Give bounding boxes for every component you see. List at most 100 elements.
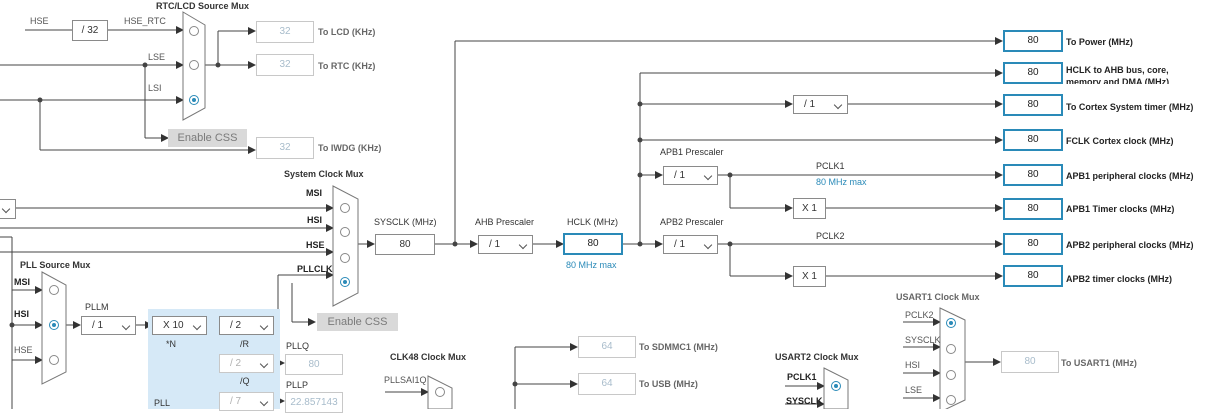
pll-r-label: /R: [240, 339, 249, 349]
apb2-prescaler-value: / 1: [674, 239, 686, 250]
usart1-value: 80: [1001, 351, 1059, 373]
chevron-down-icon: [703, 240, 713, 250]
pll-label: PLL: [154, 398, 171, 408]
chevron-down-icon: [833, 100, 843, 110]
sysclk-label: SYSCLK (MHz): [374, 217, 437, 227]
apb1-periph-value[interactable]: 80: [1003, 164, 1063, 186]
hclk-max-label: 80 MHz max: [566, 260, 617, 270]
usart1-hsi-label: HSI: [905, 360, 921, 370]
pll-r-select[interactable]: / 2: [219, 316, 274, 335]
hclk-bus-label-2: memory and DMA (MHz): [1066, 77, 1170, 84]
sdmmc-label: To SDMMC1 (MHz): [639, 342, 718, 352]
sdmmc-value: 64: [578, 336, 636, 358]
sys-mux-radio-hsi[interactable]: [340, 227, 350, 237]
apb1-timer-value[interactable]: 80: [1003, 198, 1063, 220]
usb-label: To USB (MHz): [639, 379, 698, 389]
pll-mux-radio-hse[interactable]: [49, 355, 59, 365]
chevron-down-icon: [703, 171, 713, 181]
lse-label: LSE: [148, 52, 166, 62]
apb2-prescaler-select[interactable]: / 1: [663, 235, 718, 254]
pll-p-value: / 7: [230, 396, 242, 407]
pll-mux-radio-msi[interactable]: [49, 285, 59, 295]
rtc-mux-radio-lsi[interactable]: [189, 95, 199, 105]
apb2-timer-value[interactable]: 80: [1003, 265, 1063, 287]
rtc-clock-label: To RTC (KHz): [318, 61, 376, 71]
usart1-radio-lse[interactable]: [946, 395, 956, 405]
rtc-mux-radio-lse[interactable]: [189, 60, 199, 70]
pll-mux-radio-hsi[interactable]: [49, 320, 59, 330]
system-mux-shape: [332, 185, 359, 307]
chevron-down-icon: [518, 240, 528, 250]
cortex-divider-value: / 1: [804, 99, 816, 110]
usart1-lse-label: LSE: [905, 385, 923, 395]
usart1-radio-pclk2[interactable]: [946, 318, 956, 328]
pll-r-value: / 2: [230, 320, 242, 331]
fclk-value[interactable]: 80: [1003, 129, 1063, 151]
rtc-clock-value: 32: [256, 54, 314, 76]
pll-q-select[interactable]: / 2: [219, 354, 274, 373]
ahb-prescaler-select[interactable]: / 1: [478, 235, 533, 254]
power-clock-value[interactable]: 80: [1003, 30, 1063, 52]
usart1-sysclk-label: SYSCLK: [905, 335, 941, 345]
sysclk-value[interactable]: 80: [375, 234, 435, 255]
pclk1-label: PCLK1: [816, 161, 845, 171]
usart1-radio-sysclk[interactable]: [946, 344, 956, 354]
pllsai1q-label: PLLSAI1Q: [384, 375, 427, 385]
chevron-down-icon: [259, 359, 269, 369]
pll-mux-hse-label: HSE: [14, 345, 33, 355]
pll-n-select[interactable]: X 10: [152, 316, 207, 335]
pll-q-label: /Q: [240, 376, 250, 386]
sys-mux-pllclk-label: PLLCLK: [297, 264, 333, 274]
rtc-mux-radio-hse[interactable]: [189, 26, 199, 36]
hse-rtc-label: HSE_RTC: [124, 16, 166, 26]
pllm-select[interactable]: / 1: [81, 316, 136, 335]
pllq-value: 80: [285, 354, 343, 375]
pllp-value: 22.857143: [285, 392, 343, 413]
lcd-clock-label: To LCD (KHz): [318, 27, 376, 37]
sys-mux-radio-hse[interactable]: [340, 253, 350, 263]
hse-rtc-divider[interactable]: / 32: [72, 20, 108, 41]
apb1-periph-label: APB1 peripheral clocks (MHz): [1066, 171, 1194, 181]
usart2-sysclk-label: SYSCLK: [786, 396, 823, 406]
usart1-mux-title: USART1 Clock Mux: [896, 292, 980, 302]
apb1-prescaler-select[interactable]: / 1: [663, 166, 718, 185]
chevron-down-icon: [259, 321, 269, 331]
apb1-timer-multiplier: X 1: [793, 198, 826, 219]
apb2-prescaler-label: APB2 Prescaler: [660, 217, 724, 227]
pll-n-value: X 10: [163, 320, 184, 331]
lcd-clock-value: 32: [256, 21, 314, 43]
usart2-mux-title: USART2 Clock Mux: [775, 352, 859, 362]
left-edge-selector[interactable]: [0, 199, 16, 219]
usart2-pclk1-label: PCLK1: [787, 372, 817, 382]
lsi-label: LSI: [148, 83, 162, 93]
hclk-value[interactable]: 80: [563, 233, 623, 255]
chevron-down-icon: [192, 321, 202, 331]
sys-mux-hse-label: HSE: [306, 240, 325, 250]
clk48-radio-pllsai1q[interactable]: [435, 387, 445, 397]
sys-enable-css-button[interactable]: Enable CSS: [317, 313, 398, 331]
pll-q-value: / 2: [230, 358, 242, 369]
rtc-mux-title: RTC/LCD Source Mux: [156, 1, 250, 11]
rtc-enable-css-button[interactable]: Enable CSS: [168, 129, 247, 147]
sys-mux-radio-msi[interactable]: [340, 203, 350, 213]
hclk-bus-value[interactable]: 80: [1003, 62, 1063, 84]
pllp-label: PLLP: [286, 380, 309, 390]
apb1-prescaler-label: APB1 Prescaler: [660, 147, 724, 157]
apb2-timer-multiplier: X 1: [793, 266, 826, 287]
usb-value: 64: [578, 373, 636, 395]
sys-mux-radio-pllclk[interactable]: [340, 277, 350, 287]
chevron-down-icon: [259, 397, 269, 407]
apb1-prescaler-value: / 1: [674, 170, 686, 181]
power-clock-label: To Power (MHz): [1066, 37, 1133, 47]
ahb-prescaler-value: / 1: [489, 239, 501, 250]
usart2-radio-pclk1[interactable]: [831, 381, 841, 391]
pll-mux-hsi-label: HSI: [14, 309, 30, 319]
apb2-periph-value[interactable]: 80: [1003, 233, 1063, 255]
usart1-label: To USART1 (MHz): [1061, 358, 1137, 368]
sys-mux-msi-label: MSI: [306, 188, 323, 198]
usart1-radio-hsi[interactable]: [946, 370, 956, 380]
cortex-divider-select[interactable]: / 1: [793, 95, 848, 114]
pll-p-select[interactable]: / 7: [219, 392, 274, 411]
sys-mux-hsi-label: HSI: [307, 215, 323, 225]
cortex-timer-value[interactable]: 80: [1003, 94, 1063, 116]
